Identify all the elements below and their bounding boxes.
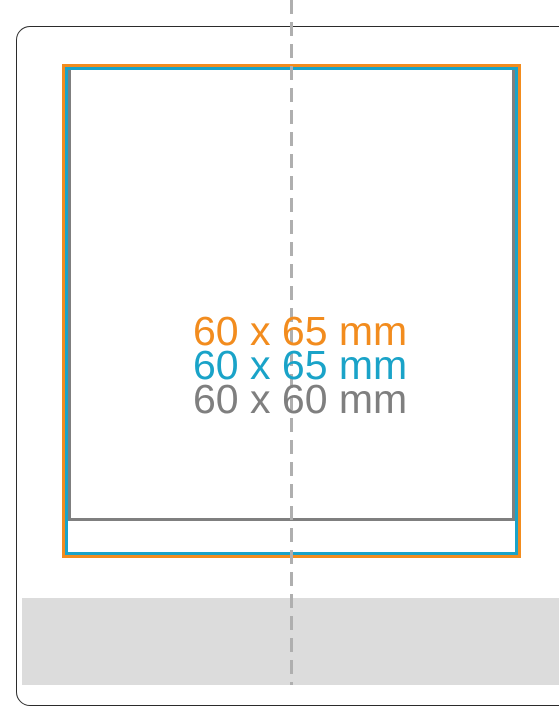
center-fold-line [290, 0, 293, 685]
label-orange-size: 60 x 65 mm [193, 308, 408, 354]
label-gray-size: 60 x 60 mm [193, 376, 408, 422]
dimension-labels: 60 x 65 mm 60 x 65 mm 60 x 60 mm [193, 308, 493, 422]
canvas-card [16, 26, 559, 706]
label-blue-size: 60 x 65 mm [193, 342, 408, 388]
